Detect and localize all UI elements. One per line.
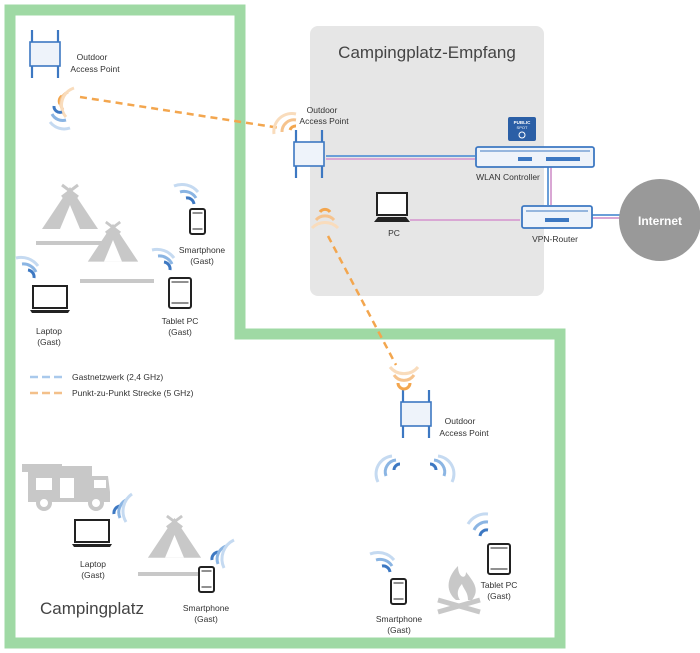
laptop-top-label-line2: (Gast) [37,337,61,347]
ap-campsite-label-line2: Access Point [439,428,489,438]
wifi-signal-laptop-bottom-icon [112,492,133,523]
wifi-signal-laptop-top-icon [15,255,40,279]
reception-area [310,26,544,296]
vpn-router-label: VPN-Router [532,234,578,244]
p2p-signal-reception-icon [272,112,340,230]
legend-guest-network: Gastnetzwerk (2,4 GHz) [72,372,163,382]
laptop-bottom-label-line2: (Gast) [81,570,105,580]
laptop-bottom-label-line1: Laptop [80,559,106,569]
internet-icon [619,179,700,261]
pc-icon [374,192,410,222]
legend-p2p-link: Punkt-zu-Punkt Strecke (5 GHz) [72,388,194,398]
svg-text:SPOT: SPOT [517,125,528,130]
ap-top-left-label-line2: Access Point [70,64,120,74]
wifi-signal-campsite-icon [374,454,456,483]
smartphone-bottom-right-label-line2: (Gast) [387,625,411,635]
public-spot-badge-icon: PUBLIC SPOT [508,117,536,141]
campsite-area-border [4,4,566,649]
p2p-signal-top-left-icon [57,86,75,118]
campfire-icon [437,566,481,615]
wlan-controller-icon [475,146,595,168]
tent-icon [144,514,205,560]
lan-cables [326,155,624,221]
pc-label: PC [388,228,400,238]
smartphone-bottom-right-label-line1: Smartphone [376,614,423,624]
access-point-top-left-icon [28,28,62,80]
tablet-bottom-label-line2: (Gast) [487,591,511,601]
campsite-area-title: Campingplatz [40,599,144,618]
ap-top-left-label-line1: Outdoor [77,52,108,62]
wifi-signal-smartphone-bottom-left-icon [210,538,235,569]
tablet-bottom-icon [487,543,511,575]
wifi-signal-smartphone-bottom-right-icon [369,550,396,573]
access-point-campsite-icon [399,388,433,440]
tablet-top-icon [168,277,192,309]
reception-area-title: Campingplatz-Empfang [338,43,516,62]
vpn-router-icon [521,205,593,229]
p2p-links [79,95,398,366]
tablet-bottom-label-line1: Tablet PC [481,580,518,590]
laptop-bottom-icon [71,519,113,548]
smartphone-top-label-line2: (Gast) [190,256,214,266]
tablet-top-label-line1: Tablet PC [162,316,199,326]
wifi-signal-smartphone-top-icon [173,182,200,205]
tablet-top-label-line2: (Gast) [168,327,192,337]
wlan-controller-label: WLAN Controller [476,172,540,182]
legend: Gastnetzwerk (2,4 GHz) Punkt-zu-Punkt St… [30,372,194,398]
p2p-signal-campsite-icon [388,365,420,391]
smartphone-bottom-right-icon [390,578,407,605]
ap-reception-label-line1: Outdoor [307,105,338,115]
smartphone-bottom-left-icon [198,566,215,593]
ap-reception-label-line2: Access Point [299,116,349,126]
svg-text:PUBLIC: PUBLIC [514,120,532,125]
wifi-signal-top-left-icon [48,105,71,131]
internet-label: Internet [638,214,682,228]
tent-icon [38,183,102,231]
camper-van-icon [22,464,110,511]
smartphone-top-icon [189,208,206,235]
smartphone-bottom-left-label-line2: (Gast) [194,614,218,624]
laptop-top-label-line1: Laptop [36,326,62,336]
wifi-signal-tablet-top-icon [151,247,176,271]
smartphone-bottom-left-label-line1: Smartphone [183,603,230,613]
ap-campsite-label-line1: Outdoor [445,416,476,426]
wifi-signal-tablet-bottom-icon [466,512,489,537]
smartphone-top-label-line1: Smartphone [179,245,226,255]
laptop-top-icon [29,285,71,314]
